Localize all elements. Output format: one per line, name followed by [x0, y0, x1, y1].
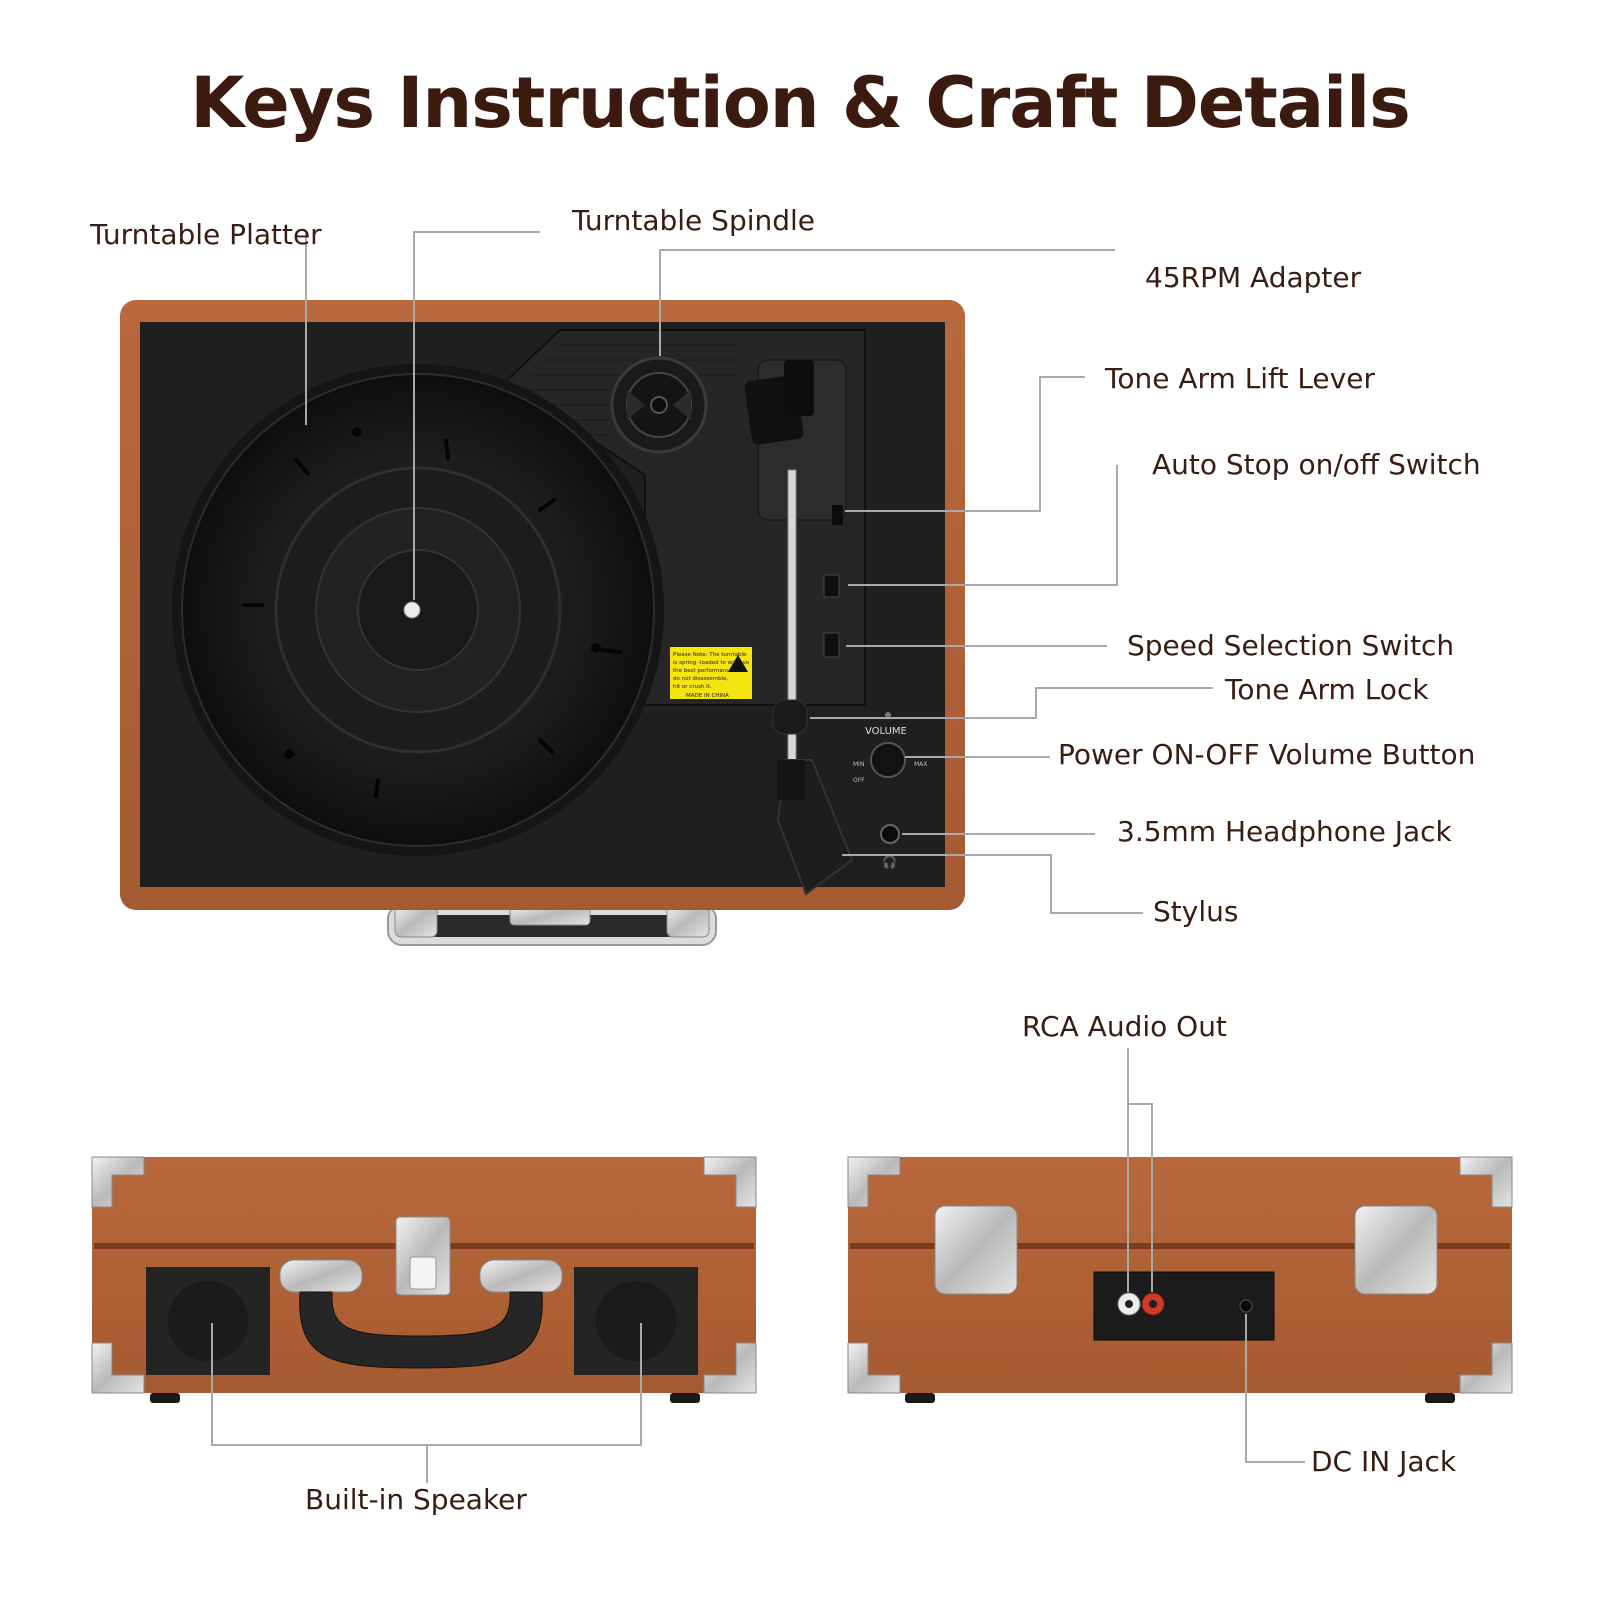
headphone-icon: 🎧 — [882, 855, 897, 869]
svg-text:hit or crush it.: hit or crush it. — [673, 684, 712, 690]
svg-text:the best performance,: the best performance, — [673, 668, 735, 674]
tone-arm — [744, 359, 854, 896]
label-dc-in-jack: DC IN Jack — [1311, 1445, 1457, 1478]
svg-text:MADE IN CHINA: MADE IN CHINA — [686, 693, 729, 699]
svg-text:OFF: OFF — [853, 777, 865, 784]
auto-stop-switch — [823, 574, 840, 598]
svg-text:MAX: MAX — [914, 761, 927, 768]
leader-lines — [211, 231, 1305, 1483]
label-tone-arm-lift-lever: Tone Arm Lift Lever — [1105, 362, 1375, 395]
turntable-spindle — [403, 601, 421, 619]
jack-panel — [1093, 1271, 1275, 1341]
headphone-jack — [880, 824, 900, 844]
label-speed-selection-switch: Speed Selection Switch — [1127, 629, 1455, 662]
lift-lever — [832, 505, 843, 525]
label-auto-stop-switch: Auto Stop on/off Switch — [1152, 448, 1481, 481]
top-view: Please Note: The turntable is spring -lo… — [120, 300, 965, 946]
volume-knob: VOLUME MIN MAX OFF — [853, 712, 927, 784]
label-turntable-spindle: Turntable Spindle — [572, 204, 816, 237]
svg-text:VOLUME: VOLUME — [865, 726, 907, 737]
carry-handle-top — [387, 904, 717, 946]
svg-text:MIN: MIN — [853, 761, 864, 768]
label-built-in-speaker: Built-in Speaker — [305, 1483, 527, 1516]
label-rca-audio-out: RCA Audio Out — [1022, 1010, 1227, 1043]
label-turntable-platter: Turntable Platter — [90, 218, 322, 251]
label-power-volume-button: Power ON-OFF Volume Button — [1058, 738, 1476, 771]
45rpm-adapter — [610, 356, 708, 454]
page-title: Keys Instruction & Craft Details — [190, 62, 1411, 144]
carry-handle-front — [279, 1259, 563, 1369]
hinges — [934, 1205, 1438, 1295]
svg-text:do not disassemble,: do not disassemble, — [673, 676, 728, 682]
back-view — [847, 1156, 1513, 1403]
dc-in-jack — [1239, 1299, 1253, 1313]
warning-sticker: Please Note: The turntable is spring -lo… — [670, 647, 752, 699]
front-view — [91, 1156, 757, 1403]
label-tone-arm-lock: Tone Arm Lock — [1225, 673, 1429, 706]
speed-switch — [823, 632, 840, 658]
svg-text:is spring -loaded to achieve: is spring -loaded to achieve — [673, 660, 750, 666]
label-45rpm-adapter: 45RPM Adapter — [1145, 261, 1362, 294]
label-headphone-jack: 3.5mm Headphone Jack — [1117, 815, 1452, 848]
svg-text:Please Note: The turntable: Please Note: The turntable — [673, 652, 747, 658]
label-stylus: Stylus — [1153, 895, 1239, 928]
